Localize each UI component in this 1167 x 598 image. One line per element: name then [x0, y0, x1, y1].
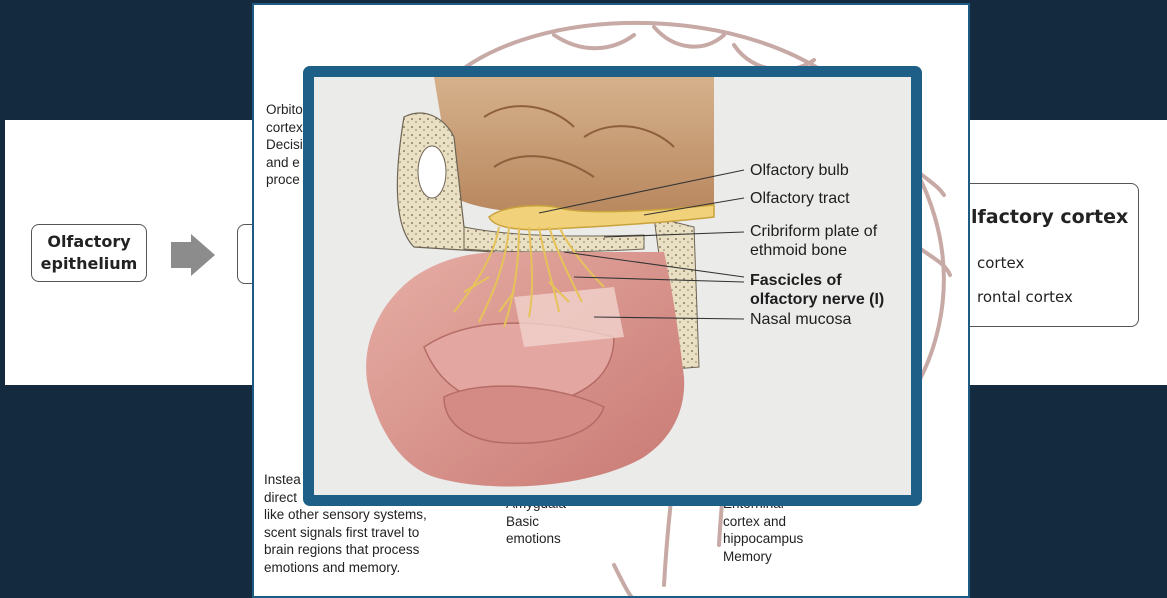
text-line: Memory	[723, 548, 843, 566]
flow-arrow-head-icon	[191, 234, 215, 276]
text-line: hippocampus	[723, 530, 843, 548]
text-line: emotions	[506, 530, 626, 548]
cortex-title: lfactory cortex	[971, 206, 1128, 228]
text-line: scent signals first travel to	[264, 524, 454, 542]
label-olfactory-tract: Olfactory tract	[750, 189, 850, 208]
epithelium-line-2: epithelium	[32, 253, 146, 275]
epithelium-line-1: Olfactory	[32, 231, 146, 253]
label-olfactory-bulb: Olfactory bulb	[750, 161, 849, 180]
label-cribriform-1: Cribriform plate of	[750, 222, 877, 241]
label-fascicles-1: Fascicles of	[750, 271, 842, 290]
text-line: like other sensory systems,	[264, 506, 454, 524]
figure-canvas: Olfactory bulb Olfactory tract Cribrifor…	[314, 77, 911, 495]
olfactory-epithelium-box: Olfactory epithelium	[31, 224, 147, 282]
flow-arrow-icon	[171, 242, 191, 268]
text-line: cortex and	[723, 513, 843, 531]
label-nasal-mucosa: Nasal mucosa	[750, 310, 851, 329]
cortex-item-1: cortex	[977, 254, 1024, 272]
label-fascicles-2: olfactory nerve (I)	[750, 290, 884, 309]
text-line: brain regions that process	[264, 541, 454, 559]
figure-popup: Olfactory bulb Olfactory tract Cribrifor…	[303, 66, 922, 506]
text-line: Basic	[506, 513, 626, 531]
cortex-item-2: rontal cortex	[977, 288, 1073, 306]
label-cribriform-2: ethmoid bone	[750, 241, 847, 260]
text-line: emotions and memory.	[264, 559, 454, 577]
